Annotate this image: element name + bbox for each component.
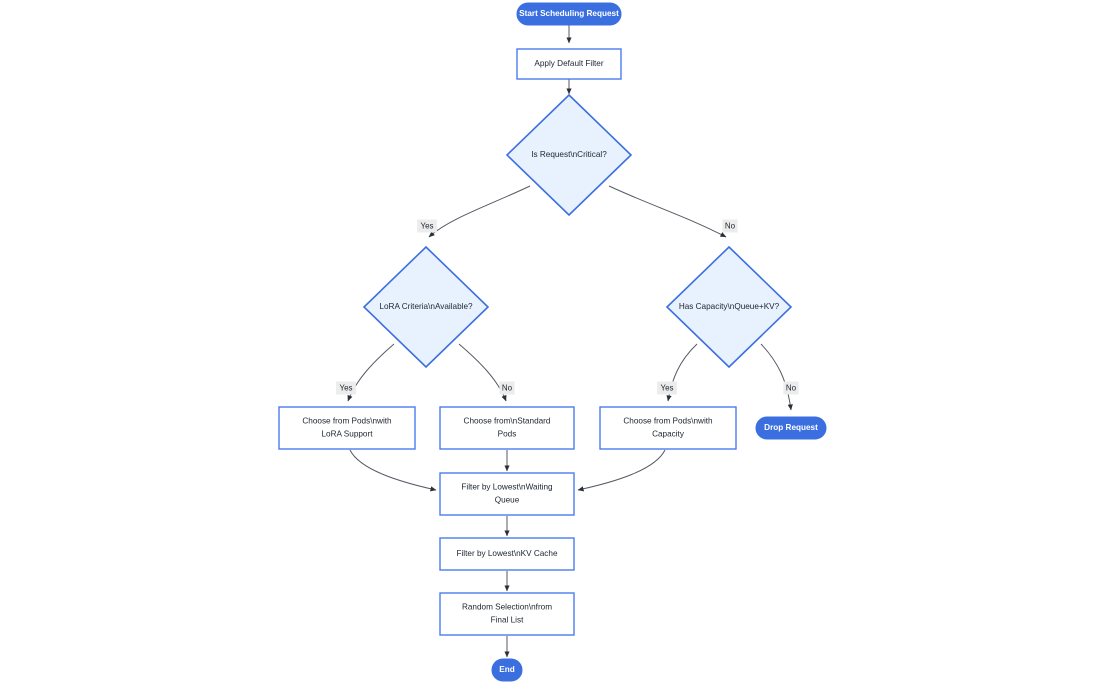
flow-node-kvcache[interactable]: Filter by Lowest\nKV Cache bbox=[439, 537, 575, 571]
edge-label-background bbox=[783, 381, 799, 395]
process-shape bbox=[439, 472, 575, 516]
node-label-podsstd: Choose from\nStandard bbox=[464, 417, 551, 426]
edge-label-lora-to-podslora: Yes bbox=[339, 384, 352, 393]
flow-edge-capacity-to-podscap bbox=[666, 343, 698, 402]
node-label-capacity: Has Capacity\nQueue+KV? bbox=[679, 302, 780, 311]
node-label-podslora: LoRA Support bbox=[322, 430, 374, 439]
edge-label-lora-to-podsstd: No bbox=[502, 384, 513, 393]
flow-edge-critical-to-lora bbox=[428, 185, 531, 238]
flow-edge-podscap-to-waitqueue bbox=[577, 449, 666, 492]
node-label-podslora: Choose from Pods\nwith bbox=[302, 417, 392, 426]
flow-edge-critical-to-capacity bbox=[608, 185, 727, 238]
flow-edge-podslora-to-waitqueue bbox=[349, 449, 437, 492]
flow-node-end[interactable]: End bbox=[491, 658, 523, 682]
node-label-end: End bbox=[499, 665, 514, 674]
node-label-lora: LoRA Criteria\nAvailable? bbox=[379, 302, 473, 311]
edge-label-critical-to-lora: Yes bbox=[420, 222, 433, 231]
process-shape bbox=[439, 537, 575, 571]
flow-node-drop[interactable]: Drop Request bbox=[755, 416, 827, 440]
node-label-start: Start Scheduling Request bbox=[519, 9, 619, 18]
edge-label-capacity-to-podscap: Yes bbox=[660, 384, 673, 393]
node-label-waitqueue: Filter by Lowest\nWaiting bbox=[461, 483, 553, 492]
node-label-kvcache: Filter by Lowest\nKV Cache bbox=[456, 549, 557, 558]
process-shape bbox=[516, 48, 622, 80]
edge-label-capacity-to-drop: No bbox=[786, 384, 797, 393]
node-label-random: Random Selection\nfrom bbox=[462, 603, 552, 612]
node-label-critical: Is Request\nCritical? bbox=[531, 150, 607, 159]
process-shape bbox=[439, 592, 575, 636]
terminal-shape bbox=[755, 416, 827, 440]
edge-label-background bbox=[336, 381, 356, 395]
process-shape bbox=[439, 406, 575, 450]
terminal-shape bbox=[491, 658, 523, 682]
node-label-filter: Apply Default Filter bbox=[534, 59, 603, 68]
node-label-random: Final List bbox=[491, 616, 524, 625]
flow-node-lora[interactable]: LoRA Criteria\nAvailable? bbox=[362, 245, 490, 369]
terminal-shape bbox=[516, 2, 622, 26]
node-label-podscap: Capacity bbox=[652, 430, 685, 439]
process-shape bbox=[599, 406, 737, 450]
edge-label-background bbox=[657, 381, 677, 395]
flow-node-start[interactable]: Start Scheduling Request bbox=[516, 2, 622, 26]
flow-node-filter[interactable]: Apply Default Filter bbox=[516, 48, 622, 80]
process-shape bbox=[278, 406, 416, 450]
node-label-waitqueue: Queue bbox=[495, 496, 520, 505]
flow-edge-capacity-to-drop bbox=[760, 343, 793, 411]
edge-label-critical-to-capacity: No bbox=[725, 222, 736, 231]
flow-node-capacity[interactable]: Has Capacity\nQueue+KV? bbox=[665, 245, 793, 369]
decision-shape bbox=[665, 245, 793, 369]
node-label-podscap: Choose from Pods\nwith bbox=[623, 417, 713, 426]
flow-edge-lora-to-podslora bbox=[347, 343, 395, 402]
node-label-podsstd: Pods bbox=[498, 430, 517, 439]
edge-label-background bbox=[499, 381, 515, 395]
edges-layer bbox=[347, 25, 793, 658]
edge-label-background bbox=[722, 219, 738, 233]
decision-shape bbox=[362, 245, 490, 369]
flow-node-critical[interactable]: Is Request\nCritical? bbox=[505, 93, 633, 217]
edge-label-background bbox=[417, 219, 437, 233]
node-label-drop: Drop Request bbox=[764, 423, 818, 432]
decision-shape bbox=[505, 93, 633, 217]
flow-edge-lora-to-podsstd bbox=[458, 343, 507, 402]
